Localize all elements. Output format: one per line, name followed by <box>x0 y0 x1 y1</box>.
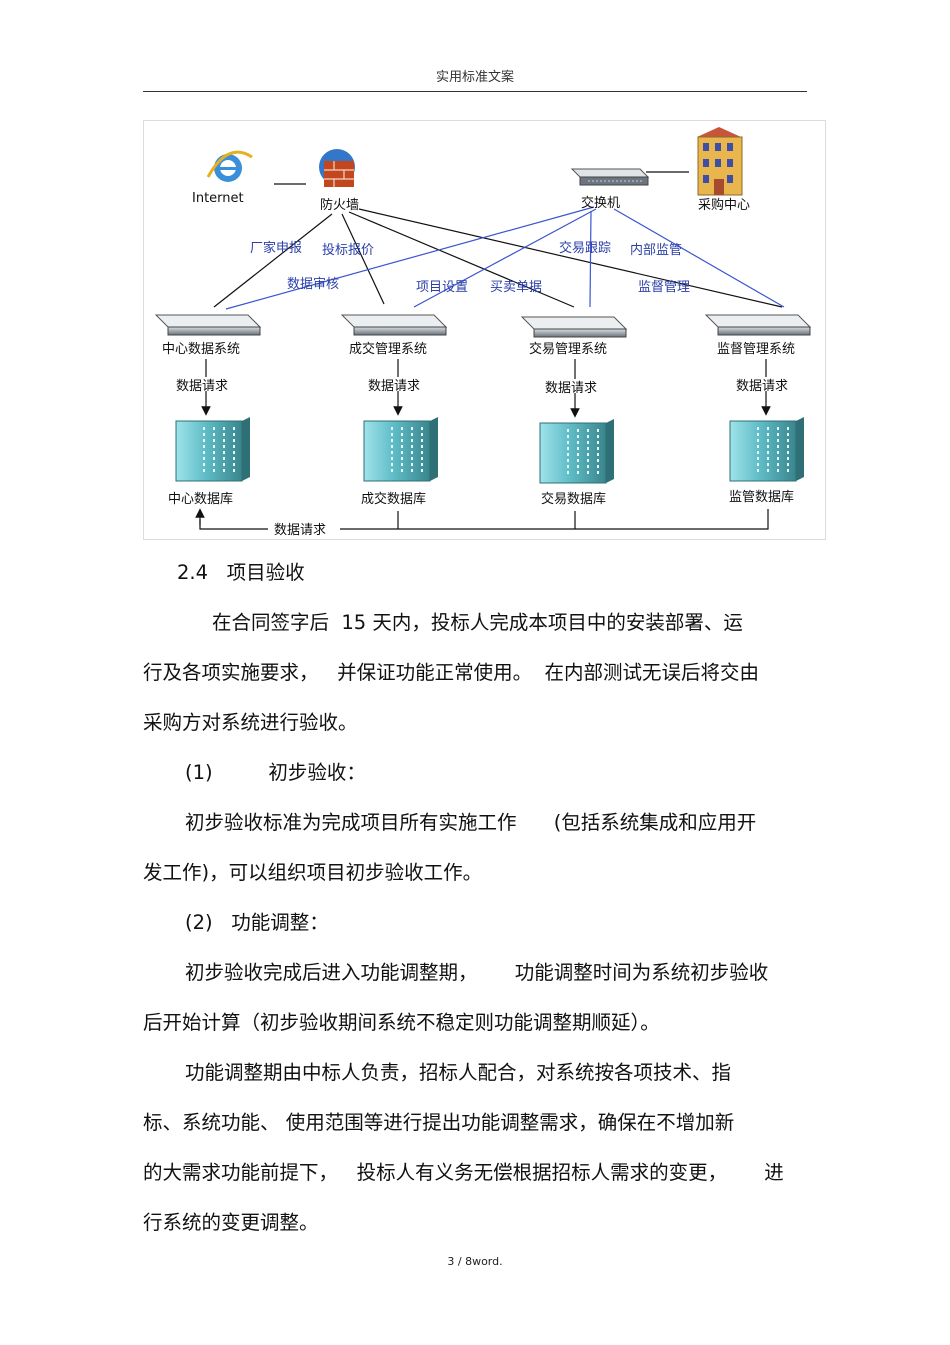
purchase-center-label: 采购中心 <box>698 197 750 213</box>
paragraph-line: 初步验收完成后进入功能调整期， 功能调整时间为系统初步验收 <box>185 961 769 984</box>
page-footer: 3 / 8word. <box>447 1255 503 1268</box>
system-label-deal: 成交管理系统 <box>349 341 427 357</box>
database-label-trade: 交易数据库 <box>541 491 606 507</box>
paragraph-line: 行系统的变更调整。 <box>143 1211 319 1234</box>
subheading-initial-acceptance: (1) 初步验收： <box>185 761 366 784</box>
paragraph-line: 采购方对系统进行验收。 <box>143 711 358 734</box>
database-server-icon <box>729 417 804 482</box>
database-label-supervision: 监管数据库 <box>729 489 794 505</box>
system-label-trade: 交易管理系统 <box>529 341 607 357</box>
paragraph-line: 行及各项实施要求， 并保证功能正常使用。 在内部测试无误后将交由 <box>143 661 759 684</box>
data-request-label: 数据请求 <box>545 381 597 396</box>
paragraph-line: 的大需求功能前提下， 投标人有义务无偿根据招标人需求的变更， 进 <box>143 1161 784 1184</box>
paragraph-line: 后开始计算（初步验收期间系统不稳定则功能调整期顺延）。 <box>143 1011 660 1034</box>
blue-label-project-setup: 项目设置 <box>416 280 468 295</box>
database-server-icon <box>363 417 438 482</box>
database-label-deal: 成交数据库 <box>361 491 426 507</box>
firewall-label: 防火墙 <box>320 197 359 213</box>
database-server-icon <box>539 419 614 484</box>
paragraph-line: 在合同签字后 15 天内，投标人完成本项目中的安装部署、运 <box>212 611 743 634</box>
database-server-icon <box>175 417 250 482</box>
blue-label-trade-documents: 买卖单据 <box>490 280 542 295</box>
bottom-data-request-label: 数据请求 <box>274 523 326 538</box>
paragraph-line: 功能调整期由中标人负责，招标人配合，对系统按各项技术、指 <box>185 1061 732 1084</box>
purchase-center-building-icon <box>697 127 743 196</box>
blue-label-vendor-declare: 厂家申报 <box>250 240 302 256</box>
paragraph-line: 标、系统功能、 使用范围等进行提出功能调整需求，确保在不增加新 <box>143 1111 735 1134</box>
server-rack-icon <box>704 314 812 336</box>
switch-label: 交换机 <box>581 195 620 211</box>
server-rack-icon <box>340 314 448 336</box>
server-rack-icon <box>520 316 628 338</box>
data-request-label: 数据请求 <box>736 379 788 394</box>
header-rule <box>143 91 807 92</box>
page-header: 实用标准文案 <box>435 70 514 85</box>
network-lines-blue <box>225 206 785 310</box>
paragraph-line: 发工作)，可以组织项目初步验收工作。 <box>143 861 483 884</box>
server-rack-icon <box>154 314 262 336</box>
firewall-icon <box>319 149 355 187</box>
database-label-center: 中心数据库 <box>168 491 233 507</box>
section-heading: 2.4 项目验收 <box>177 561 305 584</box>
blue-label-supervision-management: 监督管理 <box>638 280 690 295</box>
blue-label-trade-tracking: 交易跟踪 <box>559 240 611 256</box>
data-request-label: 数据请求 <box>176 379 228 394</box>
blue-label-bid-quote: 投标报价 <box>322 242 374 258</box>
paragraph-line: 初步验收标准为完成项目所有实施工作 (包括系统集成和应用开 <box>185 811 757 834</box>
system-architecture-diagram: Internet 防火墙 交换机 采购中心 厂家申报 投标报价 数据审核 项目设… <box>143 120 826 540</box>
blue-label-internal-supervision: 内部监管 <box>630 242 682 258</box>
subheading-function-adjustment: (2) 功能调整： <box>185 911 329 934</box>
data-request-label: 数据请求 <box>368 379 420 394</box>
system-label-supervision: 监督管理系统 <box>717 342 795 357</box>
internet-explorer-icon <box>206 150 253 182</box>
blue-label-data-review: 数据审核 <box>287 277 339 292</box>
switch-icon <box>570 168 650 186</box>
network-lines-black <box>195 171 783 530</box>
system-label-center: 中心数据系统 <box>162 342 240 357</box>
internet-label: Internet <box>192 191 244 206</box>
